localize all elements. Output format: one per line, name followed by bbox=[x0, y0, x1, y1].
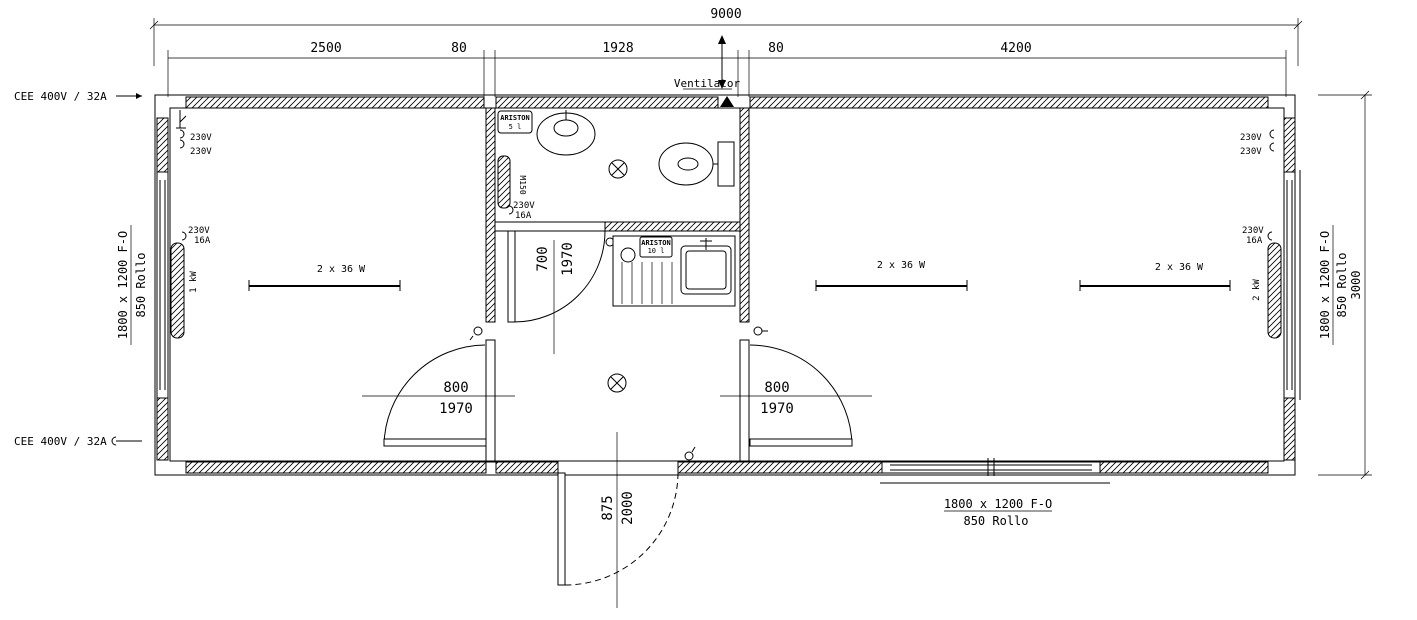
ariston-mid-label: ARISTON bbox=[641, 239, 671, 247]
dim-segment-5: 4200 bbox=[1000, 41, 1031, 56]
dim-segment-4: 80 bbox=[768, 41, 784, 56]
dim-segment-1: 2500 bbox=[310, 41, 341, 56]
ariston-top-label: ARISTON bbox=[500, 114, 530, 122]
right-door-width: 800 bbox=[764, 380, 789, 396]
left-window-rollo: 850 Rollo bbox=[134, 252, 148, 317]
power-input-top: CEE 400V / 32A bbox=[14, 90, 142, 103]
dim-segment-2: 80 bbox=[451, 41, 467, 56]
right-door-height: 1970 bbox=[760, 401, 794, 417]
bottom-window-rollo: 850 Rollo bbox=[963, 514, 1028, 528]
left-window: 1800 x 1200 F-O 850 Rollo bbox=[116, 171, 169, 399]
ceiling-light-hall bbox=[607, 373, 627, 393]
water-heater-top: ARISTON 5 l bbox=[497, 110, 533, 134]
cee-top-label: CEE 400V / 32A bbox=[14, 90, 107, 103]
outlet-wc-2: 16A bbox=[515, 211, 532, 221]
wash-basin-wc bbox=[536, 110, 596, 156]
light-right-room-b: 2 x 36 W bbox=[1079, 262, 1231, 291]
left-heater: 1 kW bbox=[170, 242, 199, 339]
outlet-left-mid-1: 230V bbox=[188, 226, 210, 236]
internal-walls bbox=[485, 107, 750, 463]
outlet-right-top-1: 230V bbox=[1240, 133, 1262, 143]
light-right-a-label: 2 x 36 W bbox=[877, 260, 926, 271]
power-input-bottom: CEE 400V / 32A bbox=[14, 435, 142, 448]
ariston-top-sub: 5 l bbox=[509, 123, 522, 131]
light-left-room: 2 x 36 W bbox=[248, 264, 401, 291]
entrance-door: 875 2000 bbox=[557, 432, 696, 608]
bottom-window-size: 1800 x 1200 F-O bbox=[944, 497, 1052, 511]
outlet-left-mid-2: 16A bbox=[194, 236, 211, 246]
left-door: 800 1970 bbox=[362, 326, 515, 447]
wc-door-width: 700 bbox=[535, 246, 551, 271]
dim-segment-3: 1928 bbox=[602, 41, 633, 56]
right-heater-power: 2 kW bbox=[1252, 279, 1262, 301]
left-window-size: 1800 x 1200 F-O bbox=[116, 231, 130, 339]
wc-door-height: 1970 bbox=[560, 242, 576, 276]
left-outlets: 230V 230V 230V 16A bbox=[176, 110, 212, 246]
left-door-height: 1970 bbox=[439, 401, 473, 417]
outlet-right-top-2: 230V bbox=[1240, 147, 1262, 157]
cee-bottom-label: CEE 400V / 32A bbox=[14, 435, 107, 448]
right-heater: 2 kW bbox=[1252, 242, 1282, 339]
light-right-b-label: 2 x 36 W bbox=[1155, 262, 1204, 273]
left-heater-power: 1 kW bbox=[189, 271, 199, 293]
right-outlets: 230V 230V 230V 16A bbox=[1240, 129, 1275, 246]
bottom-window: 1800 x 1200 F-O 850 Rollo bbox=[880, 458, 1110, 528]
toilet bbox=[658, 141, 735, 187]
ariston-mid-sub: 10 l bbox=[648, 247, 665, 255]
ventilator: Ventilator bbox=[674, 35, 741, 107]
urinal: M150 230V 16A bbox=[497, 155, 535, 221]
light-right-room-a: 2 x 36 W bbox=[815, 260, 968, 291]
outlet-left-top-1: 230V bbox=[190, 133, 212, 143]
right-door: 800 1970 bbox=[720, 326, 872, 447]
entrance-door-height: 2000 bbox=[620, 491, 636, 525]
ventilator-label: Ventilator bbox=[674, 77, 741, 90]
wc-door: 700 1970 bbox=[507, 230, 615, 354]
right-window: 1800 x 1200 F-O 850 Rollo 3000 bbox=[1283, 90, 1372, 480]
right-dimension: 3000 bbox=[1349, 271, 1363, 300]
right-window-size: 1800 x 1200 F-O bbox=[1318, 231, 1332, 339]
outlet-right-mid-2: 16A bbox=[1246, 236, 1263, 246]
outlet-right-mid-1: 230V bbox=[1242, 226, 1264, 236]
kitchenette: ARISTON 10 l bbox=[612, 235, 736, 307]
urinal-label: M150 bbox=[518, 175, 527, 194]
top-dimensions: 9000 2500 80 1928 80 4200 bbox=[149, 7, 1303, 97]
outlet-left-top-2: 230V bbox=[190, 147, 212, 157]
entrance-door-width: 875 bbox=[600, 495, 616, 520]
ceiling-light-wc bbox=[608, 159, 628, 179]
outlet-wc-1: 230V bbox=[513, 201, 535, 211]
light-left-label: 2 x 36 W bbox=[317, 264, 366, 275]
right-window-rollo: 850 Rollo bbox=[1335, 252, 1349, 317]
dim-total: 9000 bbox=[710, 7, 741, 22]
left-door-width: 800 bbox=[443, 380, 468, 396]
